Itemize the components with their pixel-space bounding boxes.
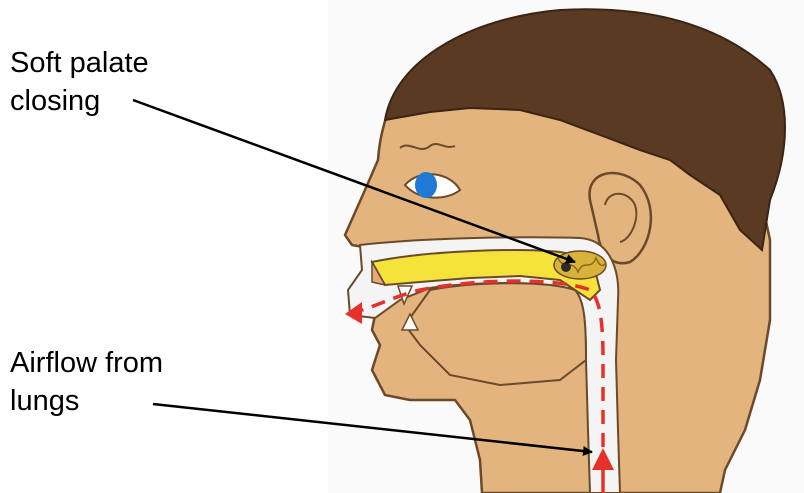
label-airflow: Airflow from lungs xyxy=(10,344,163,420)
eye-icon xyxy=(415,172,437,198)
soft-palate xyxy=(554,251,606,279)
label-airflow-line1: Airflow from xyxy=(10,344,163,382)
label-soft-palate: Soft palate closing xyxy=(10,44,149,120)
label-soft-palate-line1: Soft palate xyxy=(10,44,149,82)
label-airflow-line2: lungs xyxy=(10,382,163,420)
label-soft-palate-line2: closing xyxy=(10,82,149,120)
